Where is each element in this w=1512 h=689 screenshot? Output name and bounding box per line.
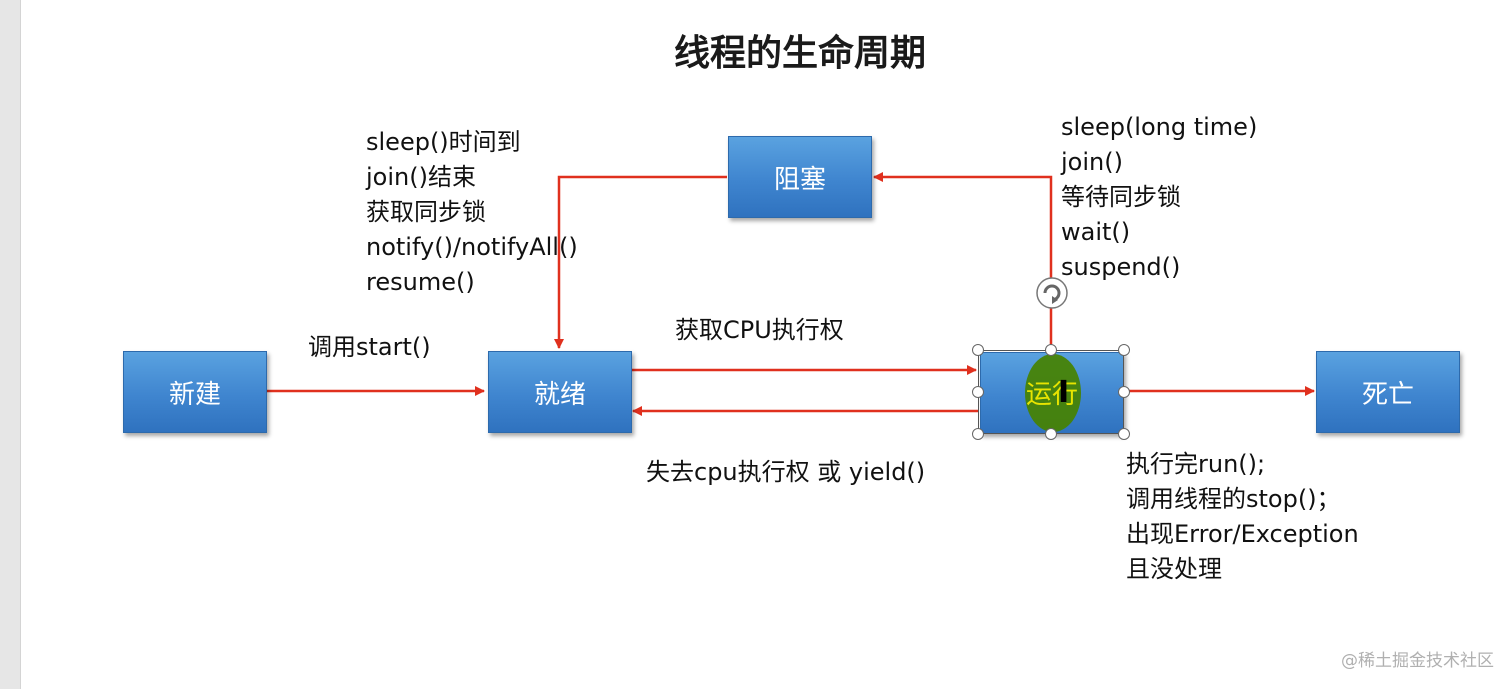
state-dead[interactable]: 死亡 — [1316, 351, 1460, 433]
resize-handle-bottom[interactable] — [1045, 428, 1057, 440]
arrow-running-to-blocked — [873, 172, 1053, 350]
label-line: 获取同步锁 — [366, 198, 486, 226]
label-line: 出现Error/Exception — [1126, 520, 1359, 548]
state-new[interactable]: 新建 — [123, 351, 267, 433]
label-to-ready-list: sleep()时间到 join()结束 获取同步锁 notify()/notif… — [366, 125, 578, 300]
resize-handle-top-right[interactable] — [1118, 344, 1130, 356]
label-line: 调用线程的stop()； — [1126, 485, 1341, 513]
label-line: sleep(long time) — [1061, 113, 1258, 141]
left-panel-edge — [0, 0, 21, 689]
label-line: sleep()时间到 — [366, 128, 521, 156]
label-get-cpu: 获取CPU执行权 — [675, 316, 844, 344]
label-line: resume() — [366, 268, 475, 296]
label-line: notify()/notifyAll() — [366, 233, 578, 261]
resize-handle-top[interactable] — [1045, 344, 1057, 356]
label-line: 且没处理 — [1126, 555, 1222, 583]
label-to-blocked-list: sleep(long time) join() 等待同步锁 wait() sus… — [1061, 110, 1257, 285]
text-cursor-icon: I — [1058, 375, 1070, 410]
label-line: wait() — [1061, 218, 1131, 246]
state-running-label: 运行 — [1025, 379, 1078, 410]
watermark: @稀土掘金技术社区 — [1341, 651, 1494, 671]
label-start: 调用start() — [308, 333, 431, 361]
selection-frame[interactable] — [978, 350, 1124, 434]
label-line: 等待同步锁 — [1061, 183, 1181, 211]
resize-handle-bottom-right[interactable] — [1118, 428, 1130, 440]
resize-handle-left[interactable] — [972, 386, 984, 398]
label-lose-cpu: 失去cpu执行权 或 yield() — [646, 458, 926, 486]
label-line: join()结束 — [366, 163, 476, 191]
label-line: suspend() — [1061, 253, 1181, 281]
label-to-dead-list: 执行完run(); 调用线程的stop()； 出现Error/Exception… — [1126, 447, 1359, 587]
label-line: 执行完run(); — [1126, 450, 1266, 478]
arrow-blocked-to-ready — [554, 175, 727, 349]
resize-handle-bottom-left[interactable] — [972, 428, 984, 440]
label-line: join() — [1061, 148, 1123, 176]
rotate-handle-icon[interactable] — [1034, 275, 1070, 311]
diagram-title: 线程的生命周期 — [673, 33, 926, 74]
resize-handle-top-left[interactable] — [972, 344, 984, 356]
state-ready[interactable]: 就绪 — [488, 351, 632, 433]
state-blocked[interactable]: 阻塞 — [728, 136, 872, 218]
resize-handle-right[interactable] — [1118, 386, 1130, 398]
cursor-highlight — [1025, 354, 1081, 432]
